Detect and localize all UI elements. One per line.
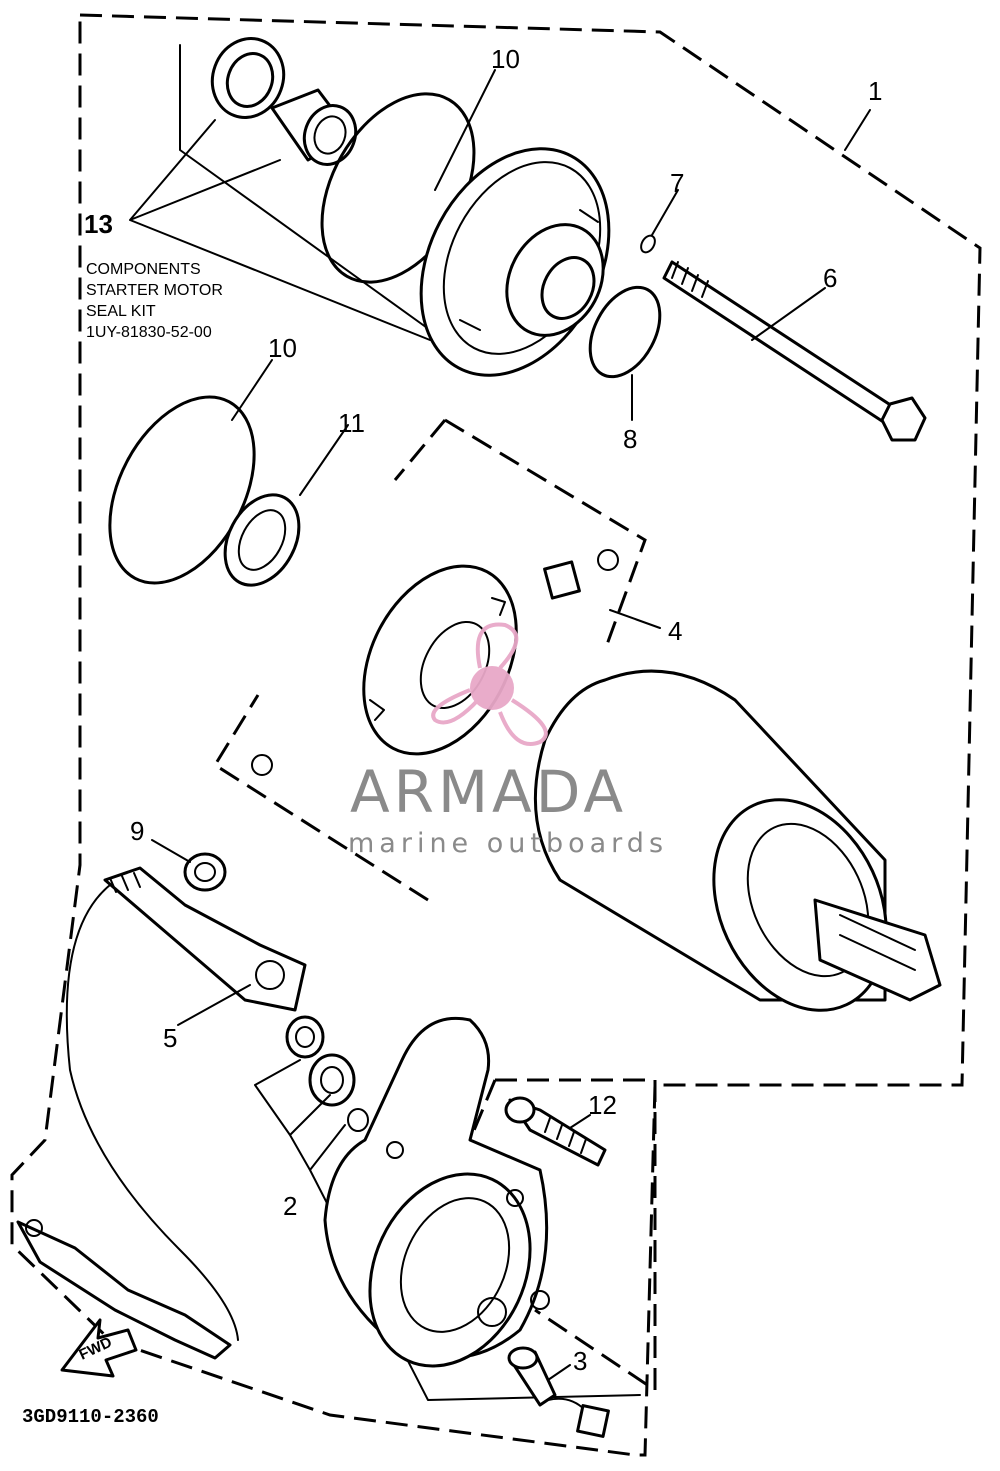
- seal-kit-note: COMPONENTS STARTER MOTOR SEAL KIT 1UY-81…: [86, 261, 223, 341]
- leader-ref-2: [254, 1059, 641, 1401]
- callout-8: 8: [623, 424, 637, 454]
- seal-kit-note-line-3: SEAL KIT: [86, 303, 156, 320]
- callout-10-lower: 10: [268, 333, 297, 363]
- callout-leaders: [151, 69, 871, 1381]
- callout-1: 1: [868, 76, 882, 106]
- callout-2: 2: [283, 1191, 297, 1221]
- armada-watermark-logo-icon: [431, 622, 548, 746]
- seal-kit-note-line-2: STARTER MOTOR: [86, 282, 223, 299]
- needle-bearing: [270, 88, 358, 166]
- brush-screw: [504, 1096, 607, 1167]
- seal-kit-note-line-4: 1UY-81830-52-00: [86, 324, 212, 341]
- starter-lead-terminal: [103, 866, 307, 1012]
- callout-13: 13: [84, 209, 113, 239]
- callout-6: 6: [823, 263, 837, 293]
- callout-5: 5: [163, 1023, 177, 1053]
- watermark-tagline: marine outboards: [348, 828, 668, 859]
- washer: [223, 493, 301, 587]
- o-ring-tiny: [640, 234, 656, 254]
- armature-yoke: [533, 669, 942, 1012]
- through-bolt: [662, 260, 927, 442]
- callout-3: 3: [573, 1346, 587, 1376]
- forward-direction-arrow-icon: FWD: [60, 1318, 138, 1378]
- nut: [183, 852, 227, 892]
- callout-4: 4: [668, 616, 682, 646]
- starter-lead-cable: [65, 884, 239, 1341]
- o-ring-small: [588, 285, 662, 379]
- screw-group-outline: [468, 1078, 657, 1393]
- brush-set: [507, 1346, 610, 1438]
- watermark-brand-name: ARMADA: [350, 758, 627, 826]
- callout-9: 9: [130, 816, 144, 846]
- seal-kit-note-line-1: COMPONENTS: [86, 261, 201, 278]
- assembly-outline: [10, 13, 982, 1457]
- rear-cover: [323, 1016, 550, 1368]
- kit-leader-lines: [129, 44, 431, 341]
- callout-7: 7: [670, 168, 684, 198]
- brush-holder-group-outline: [212, 418, 647, 902]
- battery-terminal: [16, 1219, 232, 1360]
- diagram-code: 3GD9110-2360: [22, 1406, 159, 1428]
- callout-10-upper: 10: [491, 44, 520, 74]
- callout-11: 11: [338, 408, 365, 438]
- terminal-washers: [285, 1015, 369, 1132]
- callout-12: 12: [588, 1090, 617, 1120]
- oil-seal: [210, 37, 286, 119]
- front-cover: [419, 147, 611, 377]
